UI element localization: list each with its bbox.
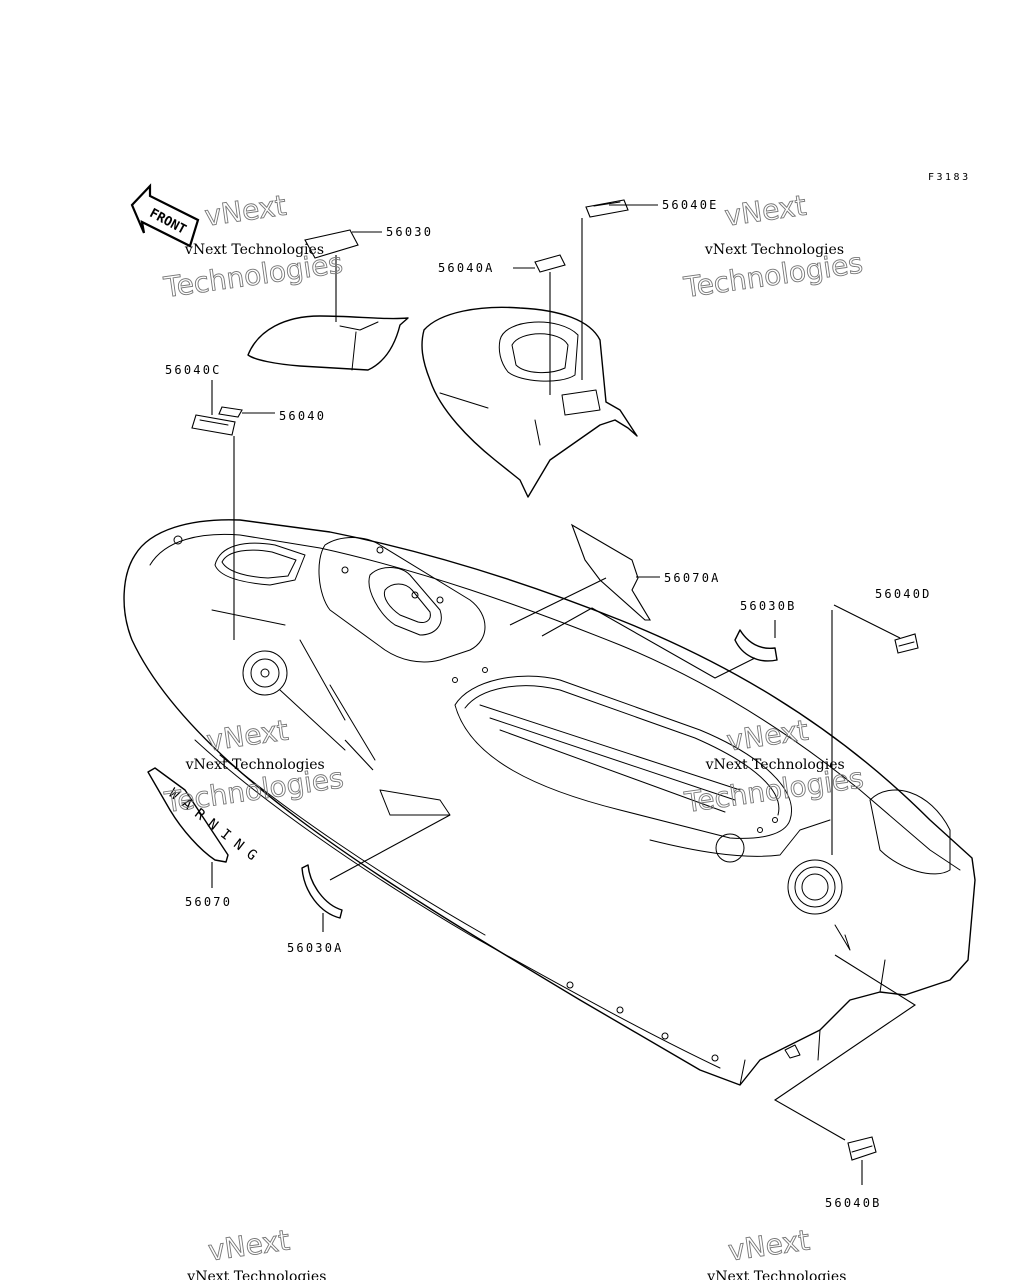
rear-seat-drawing	[421, 306, 638, 498]
part-label-56070A: 56070A	[664, 571, 721, 585]
decal-56040E-drawing	[585, 199, 629, 218]
watermark-line: vNext	[723, 189, 809, 233]
part-label-56030A: 56030A	[287, 941, 344, 955]
decal-56030A-drawing	[301, 864, 343, 919]
decal-56030-drawing	[304, 229, 359, 259]
part-label-56040E: 56040E	[662, 198, 719, 212]
watermark-line: vNext	[203, 189, 289, 233]
watermark-line: vNext	[725, 714, 811, 758]
decal-56070A-drawing	[570, 523, 651, 621]
part-label-56040A: 56040A	[438, 261, 495, 275]
watermark-mid-right: vNext vNext Technologies Technologies	[681, 713, 866, 820]
watermark-top-left: vNext vNext Technologies Technologies	[161, 188, 346, 304]
part-label-56040C: 56040C	[165, 363, 222, 377]
front-arrow-icon: FRONT	[130, 183, 200, 248]
part-label-56030B: 56030B	[740, 599, 797, 613]
part-label-56040B: 56040B	[825, 1196, 882, 1210]
watermark-line: vNext Technologies	[705, 757, 845, 773]
part-label-56040: 56040	[279, 409, 326, 423]
watermark-line: vNext Technologies	[185, 757, 325, 773]
watermark-line: vNext Technologies	[186, 1269, 326, 1280]
watermark-line: vNext	[205, 714, 291, 758]
watermark-line: vNext Technologies	[704, 242, 844, 258]
watermark-line: vNext Technologies	[184, 242, 324, 258]
watermark-bottom-right: vNext vNext Technologies	[706, 1223, 846, 1280]
decal-56040-drawing	[218, 406, 243, 418]
figure-reference-code: F3183	[928, 172, 971, 183]
decal-56040B-drawing	[847, 1136, 877, 1161]
hull-body-drawing	[123, 519, 976, 1086]
watermark-line: vNext	[726, 1223, 812, 1267]
decal-56040D-drawing	[894, 633, 919, 654]
decal-56030B-drawing	[734, 629, 778, 662]
leader-lines	[211, 204, 917, 1185]
watermark-line: vNext	[206, 1223, 292, 1267]
part-label-56030: 56030	[386, 225, 433, 239]
part-label-56070: 56070	[185, 895, 232, 909]
part-labels: 56040E 56040A 56030 56040C 56040 56070A …	[165, 198, 932, 1210]
watermark-bottom-left: vNext vNext Technologies	[186, 1223, 326, 1280]
decal-56040C-drawing	[191, 414, 236, 436]
part-label-56040D: 56040D	[875, 587, 932, 601]
watermark-line: vNext Technologies	[706, 1269, 846, 1280]
decal-56040A-drawing	[534, 254, 566, 273]
front-seat-drawing	[247, 315, 409, 371]
